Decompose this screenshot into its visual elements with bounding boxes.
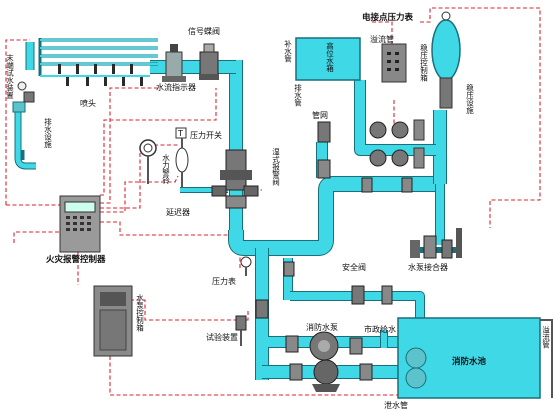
fire-pump-label: 消防水泵 [306,322,338,332]
pipe-network-label: 管网 [312,110,328,120]
drain-pipe-tank-label: 排水管 [293,83,302,108]
pressure-stabilizer-vessel-icon [431,11,461,109]
fire-pool-label: 消防水池 [452,356,487,367]
signal-butterfly-valve-label: 信号蝶阀 [188,26,220,36]
pressure-switch-icon: T [175,127,189,188]
pressure-gauge-left-icon [240,256,252,276]
end-test-device [12,81,36,170]
svg-text:T: T [177,129,183,138]
test-device-label: 试验装置 [206,332,238,342]
fire-alarm-controller-icon [59,195,101,253]
replenish-pipe-label: 补水管 [283,39,292,64]
test-device-icon [235,315,247,346]
municipal-supply-label: 市政给水 [364,324,396,334]
hydraulic-alarm-bell-icon [139,139,157,184]
pump-control-cabinet-icon [93,285,133,357]
safety-valve-icon [351,285,393,305]
safety-valve-label: 安全阀 [342,262,366,272]
overflow-pipe-right-label: 溢流管 [541,325,550,350]
fire-pool [397,317,553,399]
pressure-stabilizer-label: 稳压设施 [465,83,474,116]
water-flow-indicator-icon [199,43,219,80]
elevated-tank-label: 高位水箱 [325,41,334,74]
fire-pump-icons [285,331,373,392]
hydraulic-alarm-bell-label: 水力警铃 [161,153,170,186]
wet-alarm-valve-label: 湿式报警阀 [271,148,280,187]
pressure-gauge-left-label: 压力表 [212,276,236,286]
electric-contact-gauge-label: 电接点压力表 [362,12,414,23]
sprinkler-label: 喷头 [80,98,96,108]
drain-pipe-bottom-label: 泄水管 [384,400,408,410]
fire-alarm-controller-label: 火灾报警控制器 [46,254,106,265]
pump-control-cabinet-label: 水泵控制箱 [135,293,144,333]
retarder-label: 延迟器 [166,207,190,217]
drain-facility-label: 排水设施 [43,117,52,150]
pump-adapter-label: 水泵接合器 [408,262,448,272]
sprinkler-header [38,38,158,86]
pressure-stabilizer-controller-label: 稳压控制箱 [419,43,428,83]
pressure-switch-label: 压力开关 [190,130,222,140]
elevated-tank-icon [295,37,361,81]
pump-adapter-icon [410,228,462,259]
signal-butterfly-valve-icon [162,44,186,82]
labels: 信号蝶阀 水流指示器 喷头 末端试水装置 排水设施 压力开关 水力警铃 延迟器 … [5,12,550,410]
pressure-stabilizer-controller-icon [381,43,407,83]
stabilizer-pump-icons [369,119,425,169]
water-flow-indicator-label: 水流指示器 [156,82,196,92]
end-test-device-label: 末端试水装置 [5,53,14,100]
wet-alarm-valve-icon [211,149,259,209]
overflow-pipe-tank-label: 溢流管 [370,34,394,44]
loop-valves [255,121,413,319]
